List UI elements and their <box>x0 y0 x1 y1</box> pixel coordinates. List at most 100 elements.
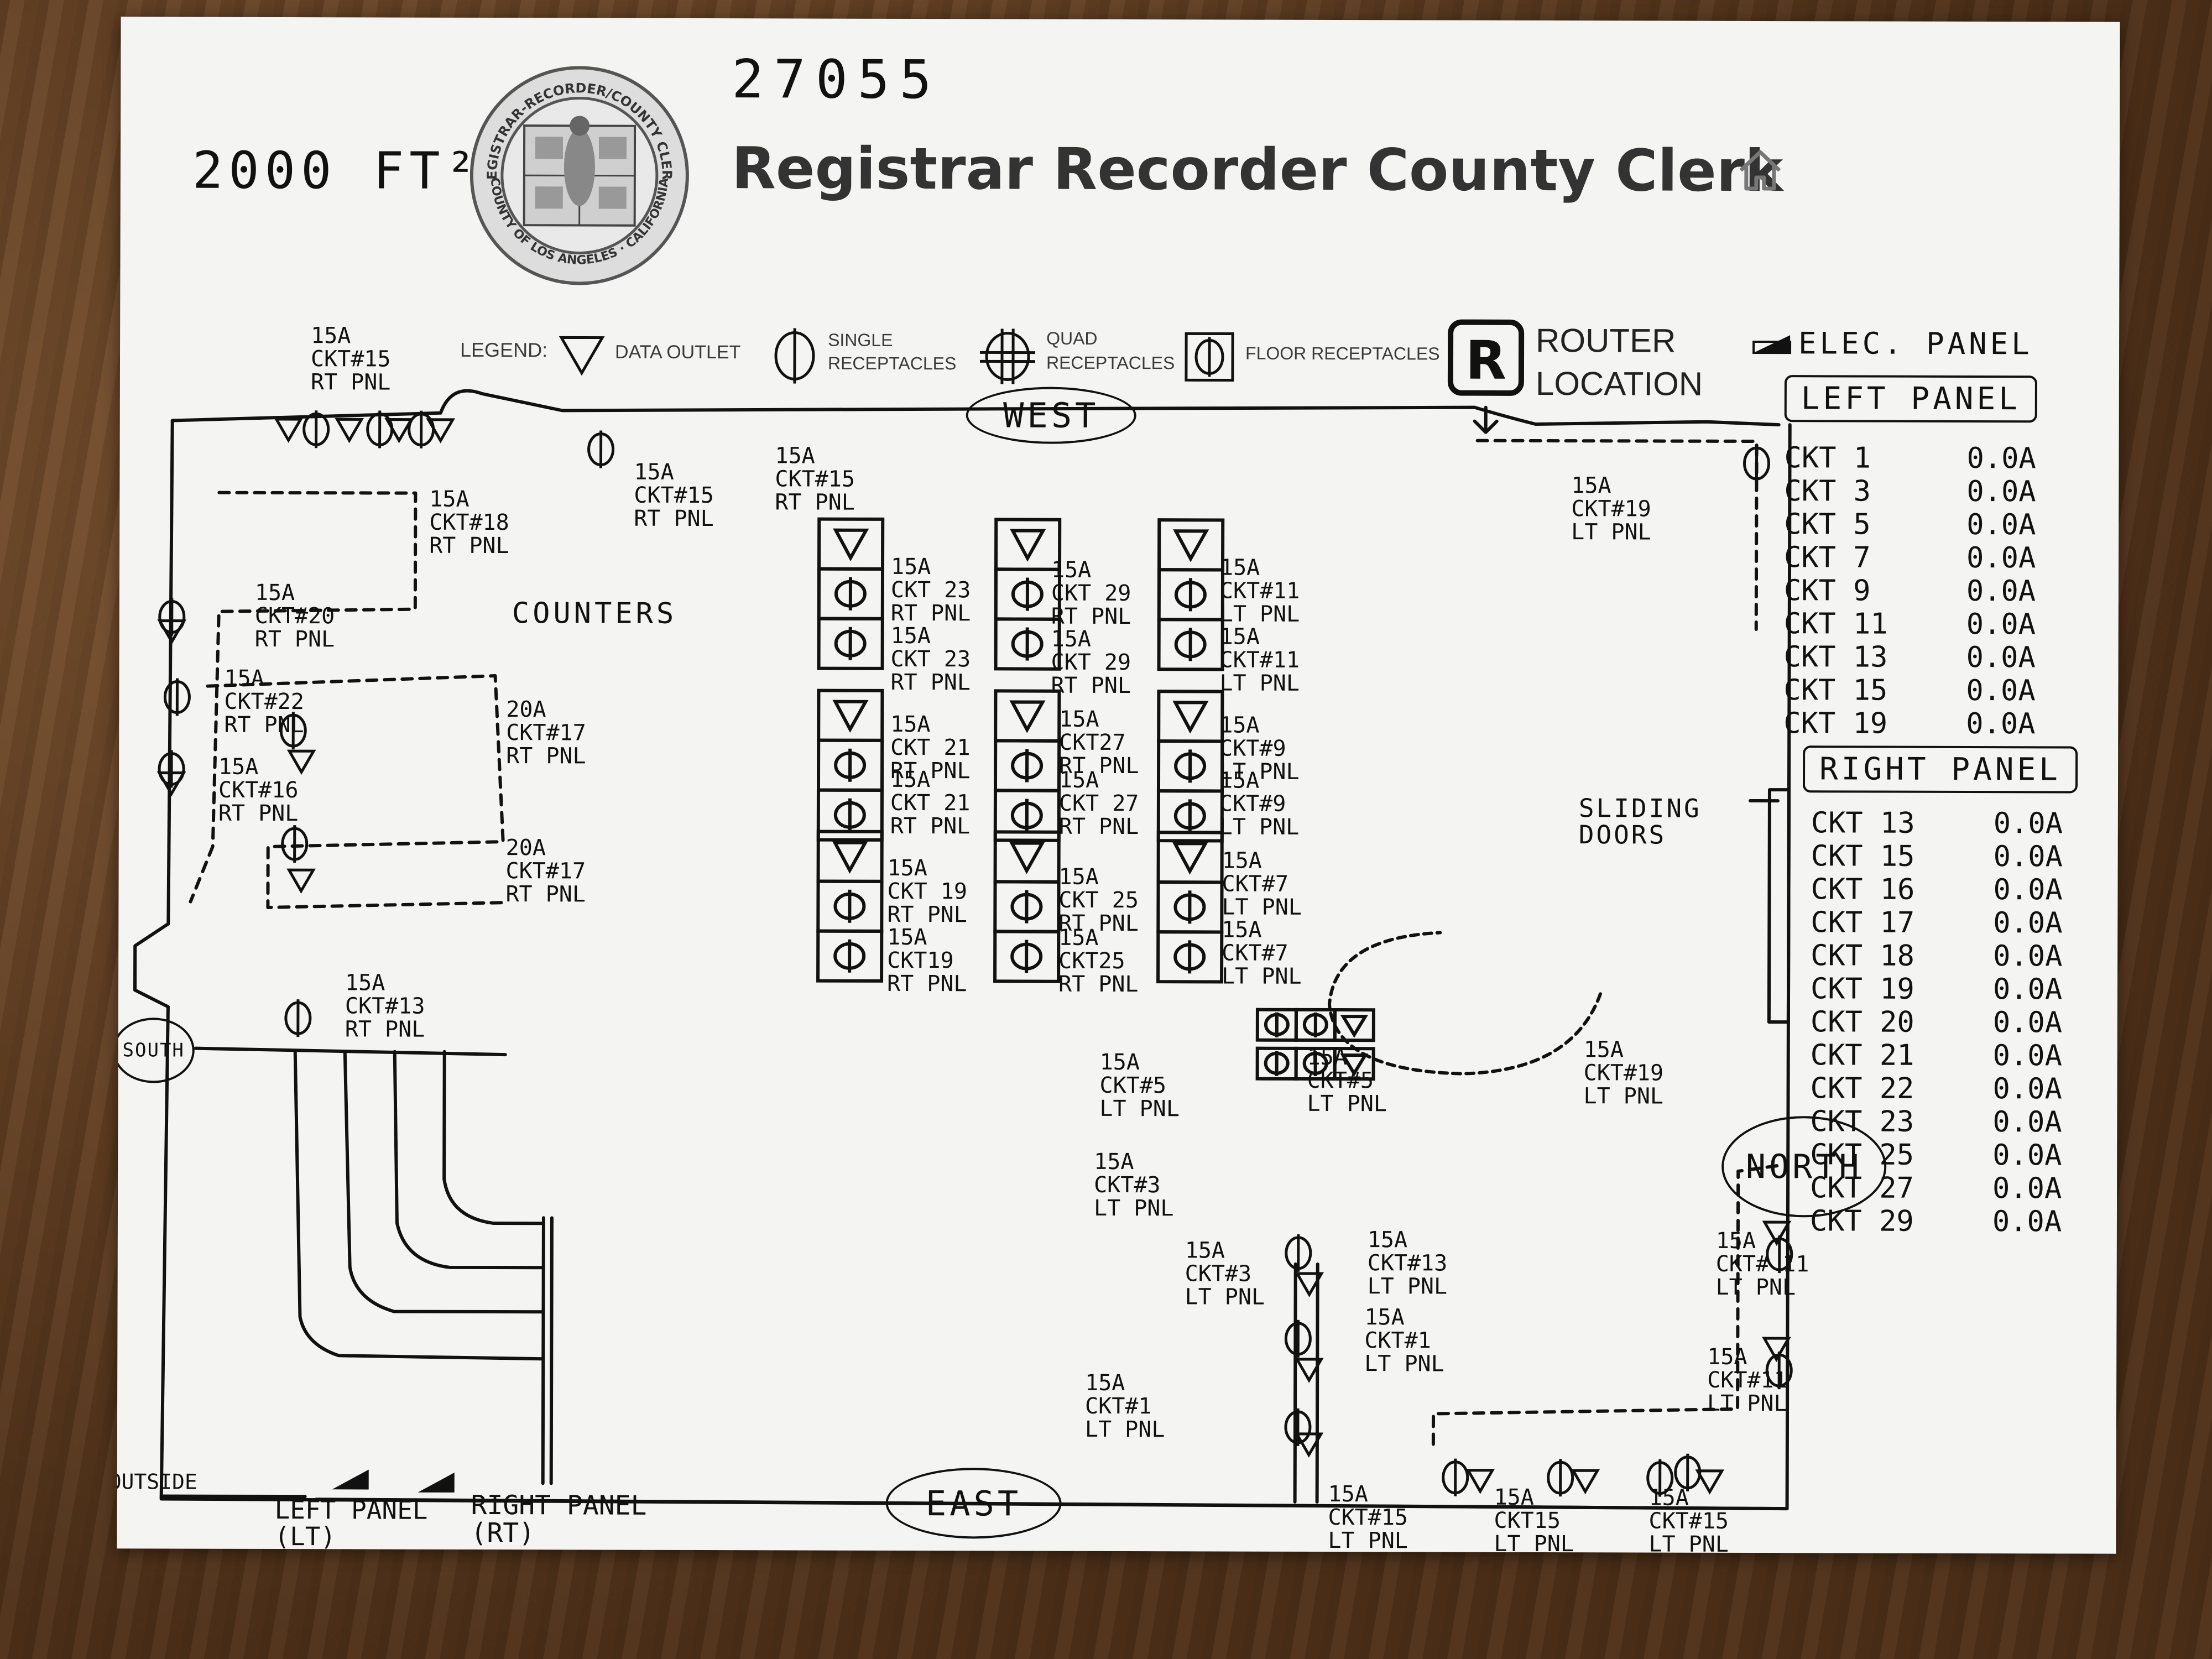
panel-amperage: 0.0A <box>1992 973 2063 1006</box>
data-outlet-icon <box>286 749 316 775</box>
panel-amperage: 0.0A <box>1992 1205 2062 1239</box>
floor-receptacle-box <box>994 689 1061 743</box>
panel-amperage: 0.0A <box>1992 1172 2062 1206</box>
panel-row: CKT 22 0.0A <box>1810 1072 2062 1105</box>
floor-plan-drawing <box>133 389 1793 1511</box>
data-outlet-icon <box>1762 1220 1792 1246</box>
right-panel-icon <box>418 1472 455 1493</box>
right-panel-location-label: RIGHT PANEL (RT) <box>471 1489 647 1549</box>
panel-circuit: CKT 27 <box>1810 1171 1914 1205</box>
floor-receptacle-box <box>816 788 884 842</box>
panel-circuit: CKT 19 <box>1783 707 1888 740</box>
panel-amperage: 0.0A <box>1993 940 2063 973</box>
panel-circuit: CKT 9 <box>1783 574 1871 608</box>
direction-east: EAST <box>885 1467 1062 1539</box>
outside-label: OUTSIDE <box>117 1469 197 1494</box>
data-outlet-icon <box>1340 1053 1369 1077</box>
floor-receptacle-box <box>1333 1047 1375 1081</box>
quad-receptacle-icon <box>979 328 1036 384</box>
data-outlet-icon <box>1009 700 1046 733</box>
panel-row: CKT 9 0.0A <box>1784 574 2036 608</box>
panel-amperage: 0.0A <box>1992 1105 2062 1139</box>
data-outlet-icon <box>286 868 316 894</box>
panel-circuit: CKT 15 <box>1811 839 1915 873</box>
floor-receptacle-box <box>1156 930 1224 984</box>
data-outlet-icon <box>1465 1469 1495 1494</box>
panel-amperage: 0.0A <box>1992 1072 2062 1106</box>
floor-receptacle-box <box>816 929 884 983</box>
panel-amperage: 0.0A <box>1993 840 2063 874</box>
legend: LEGEND: DATA OUTLET SINGLE RECEPTACLES Q… <box>121 17 2120 403</box>
panel-amperage: 0.0A <box>1993 906 2063 940</box>
floor-plan-sheet: 27055 2000 FT² REGISTRAR-RECORDER/COUNTY… <box>117 17 2120 1554</box>
home-icon[interactable] <box>1735 145 1785 195</box>
panel-circuit: CKT 22 <box>1810 1072 1914 1105</box>
data-outlet-icon <box>1009 841 1045 874</box>
floor-receptacle-box <box>1156 789 1224 843</box>
panel-circuit: CKT 1 <box>1784 441 1871 475</box>
data-outlet-icon <box>384 418 414 444</box>
panel-amperage: 0.0A <box>1966 442 2036 476</box>
elec-panel-icon <box>1752 335 1792 354</box>
panel-circuit: CKT 13 <box>1783 640 1888 674</box>
data-outlet-icon <box>1695 1469 1725 1495</box>
data-outlet-icon <box>1173 529 1209 562</box>
panel-circuit: CKT 21 <box>1810 1039 1914 1072</box>
left-panel-title: LEFT PANEL <box>1784 375 2038 423</box>
panel-circuit: CKT 3 <box>1784 474 1871 508</box>
svg-text:R: R <box>1465 330 1506 392</box>
data-outlet-icon <box>1571 1469 1600 1495</box>
panel-amperage: 0.0A <box>1966 575 2036 608</box>
floor-receptacle-box <box>994 617 1061 671</box>
panel-row: CKT 16 0.0A <box>1811 873 2062 906</box>
data-outlet-icon <box>1172 701 1209 734</box>
floor-receptacle-box <box>1157 518 1225 572</box>
data-outlet-icon <box>1294 1432 1324 1458</box>
panel-circuit: CKT 5 <box>1784 508 1871 541</box>
west-wall <box>170 389 1781 427</box>
floor-receptacle-box <box>993 930 1061 983</box>
county-seal: REGISTRAR-RECORDER/COUNTY CLERK COUNTY O… <box>468 65 690 286</box>
panel-circuit: CKT 23 <box>1810 1105 1914 1139</box>
data-outlet-icon <box>559 336 605 376</box>
data-outlet-icon <box>1340 1015 1369 1038</box>
panel-circuit: CKT 20 <box>1810 1005 1914 1039</box>
left-panel-location-label: LEFT PANEL (LT) <box>274 1495 428 1552</box>
panel-circuit: CKT 16 <box>1811 873 1915 906</box>
data-outlet-icon <box>156 771 186 797</box>
panel-amperage: 0.0A <box>1966 707 2036 741</box>
data-outlet-icon <box>1294 1358 1324 1383</box>
panel-circuit: CKT 25 <box>1810 1138 1914 1172</box>
counters-label: COUNTERS <box>512 597 677 630</box>
data-outlet-icon <box>274 418 304 444</box>
panel-row: CKT 19 0.0A <box>1783 707 2035 740</box>
panel-amperage: 0.0A <box>1993 873 2063 907</box>
